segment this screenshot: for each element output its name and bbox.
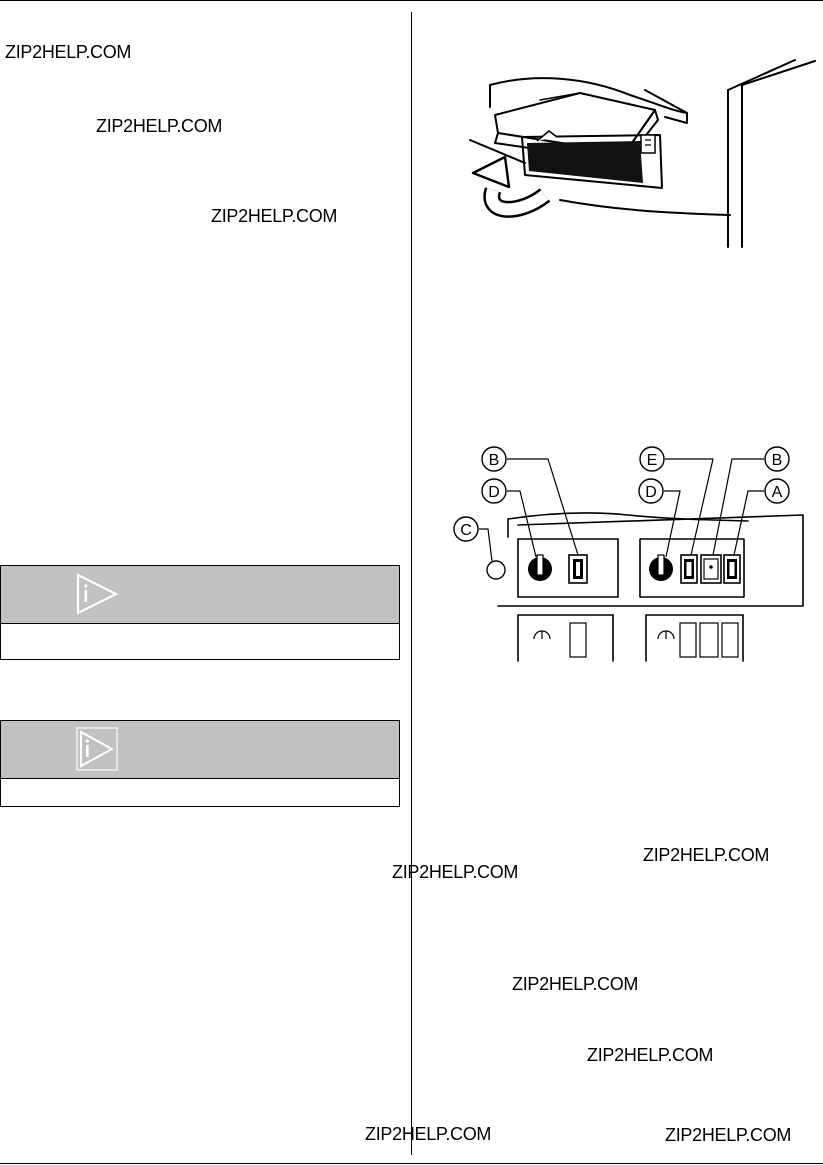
column-divider <box>411 12 412 1155</box>
watermark-6: ZIP2HELP.COM <box>512 974 639 994</box>
callout-b-right: B <box>772 452 783 469</box>
info-note-1 <box>0 565 400 660</box>
callout-c: C <box>460 522 472 539</box>
info-icon <box>76 727 118 771</box>
watermark-7: ZIP2HELP.COM <box>587 1045 714 1065</box>
flap-illustration <box>469 59 816 248</box>
info-note-header <box>1 566 399 624</box>
watermark-9: ZIP2HELP.COM <box>665 1125 792 1145</box>
info-note-2 <box>0 720 400 807</box>
watermark-4: ZIP2HELP.COM <box>392 862 519 882</box>
watermark-3: ZIP2HELP.COM <box>211 206 338 226</box>
info-note-header <box>1 721 399 779</box>
watermark-8: ZIP2HELP.COM <box>365 1124 492 1144</box>
control-panel-illustration: B D C E B D A <box>453 446 804 662</box>
callout-a: A <box>772 484 783 501</box>
top-rule <box>0 0 823 1</box>
watermark-5: ZIP2HELP.COM <box>643 845 770 865</box>
info-note-body <box>1 779 399 805</box>
callout-d-left: D <box>488 484 500 501</box>
watermark-2: ZIP2HELP.COM <box>96 116 223 136</box>
callout-b-left: B <box>489 452 500 469</box>
callout-e: E <box>647 452 658 469</box>
info-note-body <box>1 624 399 659</box>
bottom-rule <box>0 1163 823 1164</box>
info-icon <box>76 573 118 615</box>
watermark-1: ZIP2HELP.COM <box>5 42 132 62</box>
callout-d-right: D <box>645 484 657 501</box>
